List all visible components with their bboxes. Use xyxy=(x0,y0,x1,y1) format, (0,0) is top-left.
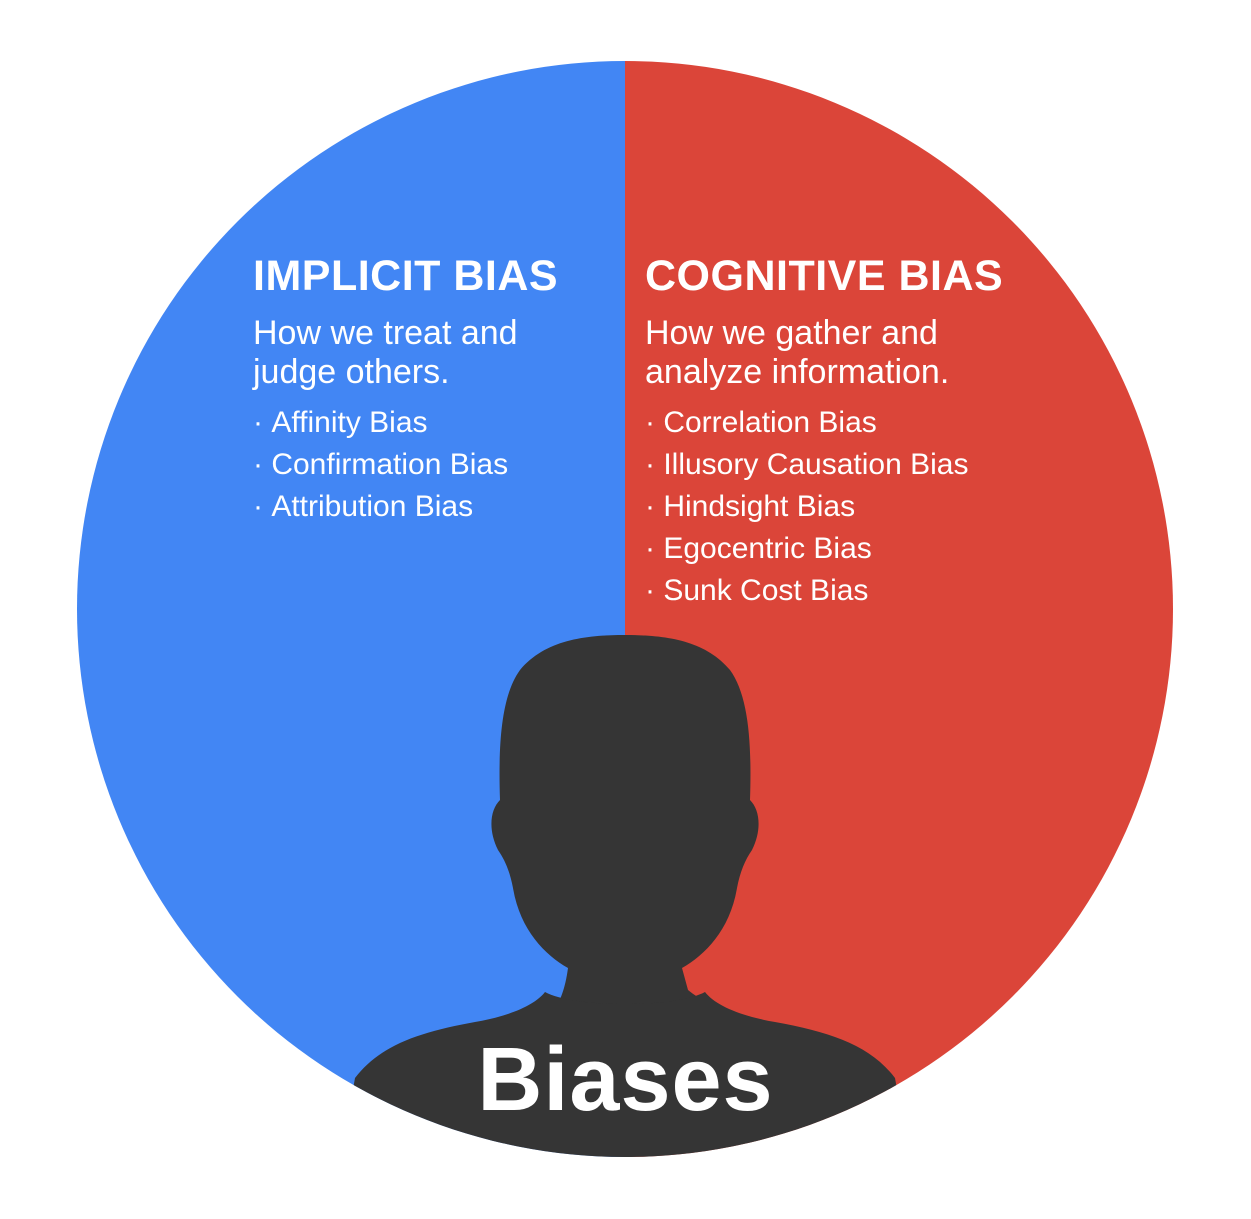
list-item: Sunk Cost Bias xyxy=(645,570,1065,612)
list-item: Confirmation Bias xyxy=(253,444,613,486)
list-item: Correlation Bias xyxy=(645,402,1065,444)
list-item: Attribution Bias xyxy=(253,486,613,528)
list-item: Illusory Causation Bias xyxy=(645,444,1065,486)
person-body-icon xyxy=(330,992,920,1157)
implicit-bias-list: Affinity Bias Confirmation Bias Attribut… xyxy=(253,402,613,528)
implicit-bias-description: How we treat and judge others. xyxy=(253,314,518,391)
list-item: Hindsight Bias xyxy=(645,486,1065,528)
cognitive-bias-section: COGNITIVE BIAS How we gather and analyze… xyxy=(645,250,1065,612)
cognitive-bias-list: Correlation Bias Illusory Causation Bias… xyxy=(645,402,1065,612)
implicit-bias-section: IMPLICIT BIAS How we treat and judge oth… xyxy=(253,250,613,528)
implicit-bias-title: IMPLICIT BIAS xyxy=(253,252,559,300)
person-silhouette-icon xyxy=(330,635,920,1157)
list-item: Affinity Bias xyxy=(253,402,613,444)
biases-label: Biases xyxy=(477,1030,774,1130)
cognitive-bias-description: How we gather and analyze information. xyxy=(645,314,950,391)
cognitive-bias-title: COGNITIVE BIAS xyxy=(645,252,1004,300)
person-head-icon xyxy=(491,635,759,1010)
list-item: Egocentric Bias xyxy=(645,528,1065,570)
